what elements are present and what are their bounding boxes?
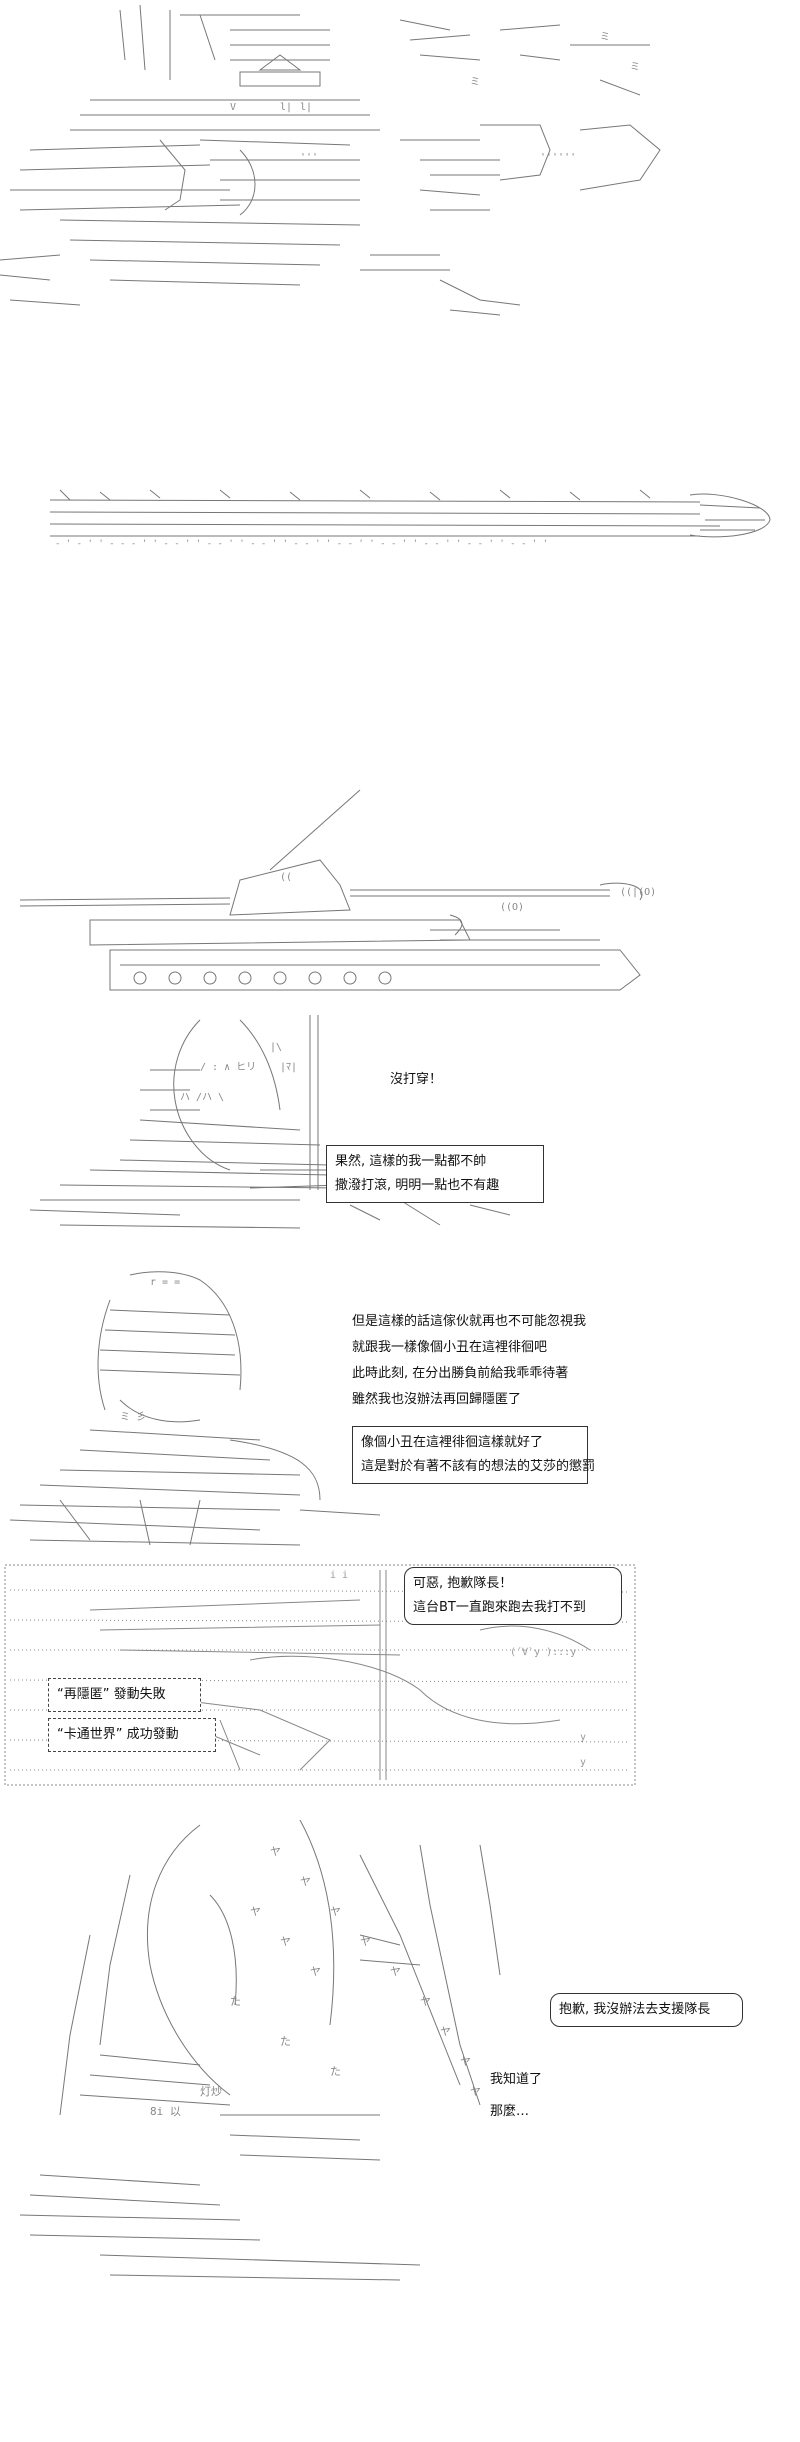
svg-text:((O): ((O) — [500, 902, 524, 913]
dialogue-line: 撒潑打滾, 明明一點也不有趣 — [335, 1178, 500, 1193]
svg-text:8i 以: 8i 以 — [150, 2105, 181, 2118]
svg-text:灯炒: 灯炒 — [200, 2085, 222, 2098]
svg-text:ヤ: ヤ — [330, 1905, 341, 1918]
svg-text:ミ: ミ — [600, 32, 610, 43]
svg-text:ヤ: ヤ — [250, 1905, 261, 1918]
panel-2-shell-trail-art: - ' - ' ' ‐ ‐ ‐ ' ' ‐ ‐ ' ' ‐ ‐ ' ' ‐ ‐ … — [49, 489, 771, 549]
svg-text:ミ: ミ — [470, 77, 480, 88]
dialogue-box-p6: 可惡, 抱歉隊長！ 這台BT一直跑來跑去我打不到 — [404, 1567, 622, 1625]
svg-text:た: た — [330, 2065, 341, 2078]
svg-text:ヤ: ヤ — [360, 1935, 371, 1948]
status-box-2: “卡通世界” 成功發動 — [48, 1718, 216, 1752]
dialogue-line: 可惡, 抱歉隊長！ — [413, 1576, 513, 1591]
svg-text:|ﾏ|: |ﾏ| — [280, 1062, 297, 1073]
svg-text:た: た — [230, 1995, 241, 2008]
svg-text:r = =: r = = — [150, 1277, 180, 1288]
svg-text:ヤ: ヤ — [270, 1845, 281, 1858]
dialogue-line: 抱歉, 我沒辦法去支援隊長 — [559, 2002, 711, 2017]
svg-text:y: y — [580, 1757, 586, 1768]
svg-text:l|: l| — [300, 102, 312, 113]
dialogue-box-p4: 果然, 這樣的我一點都不帥 撒潑打滾, 明明一點也不有趣 — [326, 1145, 544, 1203]
svg-text:''': ''' — [300, 152, 318, 163]
status-text: “再隱匿” 發動失敗 — [57, 1687, 166, 1702]
reply-line-2: 那麼… — [490, 2104, 530, 2119]
svg-text:ミ 彡: ミ 彡 — [120, 1412, 146, 1423]
svg-text:'''''': '''''' — [540, 152, 576, 163]
monologue-line-4: 雖然我也沒辦法再回歸隱匿了 — [352, 1392, 522, 1407]
monologue-line-3: 此時此刻, 在分出勝負前給我乖乖待著 — [352, 1366, 569, 1381]
dialogue-box-p5: 像個小丑在這裡徘徊這樣就好了 這是對於有著不該有的想法的艾莎的懲罰 — [352, 1426, 596, 1484]
svg-text:((: (( — [280, 872, 292, 883]
svg-text:- ' - ' ' ‐ ‐ ‐ ' ' ‐ ‐ ' ' ‐: - ' - ' ' ‐ ‐ ‐ ' ' ‐ ‐ ' ' ‐ ‐ ' ' ‐ ‐ … — [55, 539, 548, 549]
reply-line-1: 我知道了 — [490, 2072, 543, 2087]
svg-text:((|(O): ((|(O) — [620, 887, 656, 898]
panel-4-character-art: / : ∧ ヒリハ /ハ \ |\ |ﾏ| — [29, 1015, 511, 1229]
svg-text:y: y — [580, 1732, 586, 1743]
svg-text:ミ: ミ — [630, 62, 640, 73]
panel-6-battle-scene-art: i i(´∀`y ):::y yy — [4, 1564, 636, 1786]
monologue-line-1: 但是這樣的話這傢伙就再也不可能忽視我 — [352, 1314, 587, 1329]
svg-text:/ : ∧ ヒリ: / : ∧ ヒリ — [200, 1061, 256, 1073]
dialogue-line: 像個小丑在這裡徘徊這樣就好了 — [361, 1435, 544, 1450]
monologue-line-2: 就跟我一樣像個小丑在這裡徘徊吧 — [352, 1340, 548, 1355]
svg-text:l|: l| — [280, 102, 292, 113]
panel-5-character-art: r = = ミ 彡 — [9, 1271, 381, 1546]
dialogue-line: 這台BT一直跑來跑去我打不到 — [413, 1600, 586, 1615]
svg-text:ヤ: ヤ — [300, 1875, 311, 1888]
panel-3-firing-tank-art: (( ((|(O) ((O) — [19, 789, 656, 991]
svg-text:ヤ: ヤ — [310, 1965, 321, 1978]
svg-text:ヤ: ヤ — [420, 1995, 431, 2008]
svg-text:|\: |\ — [270, 1042, 282, 1053]
exclaim-text: 沒打穿！ — [390, 1072, 443, 1087]
svg-text:ハ /ハ \: ハ /ハ \ — [180, 1092, 224, 1103]
svg-text:ヤ: ヤ — [280, 1935, 291, 1948]
dialogue-line: 果然, 這樣的我一點都不帥 — [335, 1154, 487, 1169]
svg-text:ヤ: ヤ — [460, 2055, 471, 2068]
dialogue-box-p7: 抱歉, 我沒辦法去支援隊長 — [550, 1993, 743, 2027]
dialogue-line: 這是對於有著不該有的想法的艾莎的懲罰 — [361, 1459, 596, 1474]
status-text: “卡通世界” 成功發動 — [57, 1727, 179, 1742]
svg-text:V: V — [230, 102, 236, 113]
svg-text:ヤ: ヤ — [470, 2085, 481, 2098]
svg-text:た: た — [280, 2035, 291, 2048]
status-box-1: “再隱匿” 發動失敗 — [48, 1678, 201, 1712]
svg-text:ヤ: ヤ — [390, 1965, 401, 1978]
svg-text:ヤ: ヤ — [440, 2025, 451, 2038]
svg-text:i i: i i — [330, 1570, 348, 1581]
svg-text:(´∀`y ):::y: (´∀`y ):::y — [510, 1646, 576, 1658]
